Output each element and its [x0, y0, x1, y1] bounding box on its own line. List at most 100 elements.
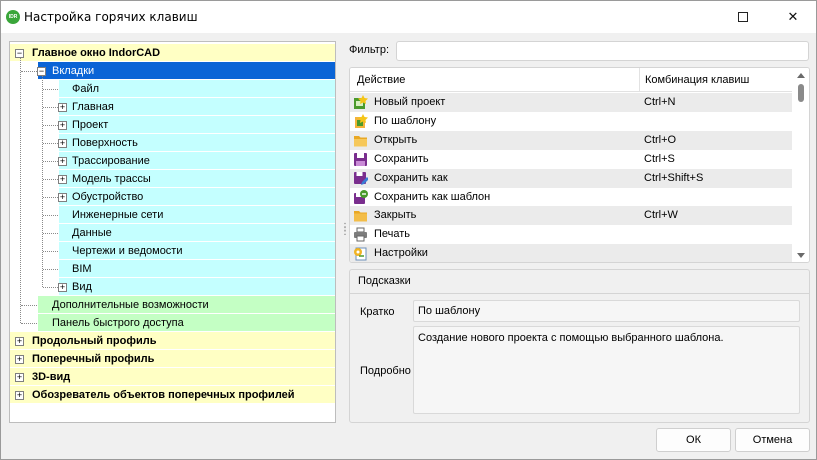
- save-template-icon: [353, 189, 368, 205]
- table-row[interactable]: Новый проект Ctrl+N: [350, 93, 792, 112]
- expand-icon[interactable]: +: [58, 138, 67, 148]
- app-icon: IDR: [6, 10, 20, 24]
- expand-icon[interactable]: +: [15, 372, 24, 382]
- tree-guide-line: [21, 305, 37, 306]
- tree-item[interactable]: BIM: [10, 260, 335, 278]
- tree-item-background: [59, 260, 335, 278]
- short-hint-label: Кратко: [360, 306, 395, 318]
- shortcut-keys[interactable]: Ctrl+S: [644, 152, 675, 165]
- table-scrollbar[interactable]: [793, 68, 809, 262]
- action-name: Новый проект: [374, 96, 446, 108]
- table-row[interactable]: Сохранить как шаблон: [350, 188, 792, 207]
- tree-item[interactable]: + Вид: [10, 278, 335, 296]
- tree-guide-line: [43, 269, 58, 270]
- shortcut-keys[interactable]: Ctrl+W: [644, 209, 678, 222]
- tree-item-background: [10, 386, 335, 404]
- action-name: По шаблону: [374, 114, 437, 127]
- folder-close-icon: [353, 208, 368, 223]
- filter-input[interactable]: [396, 41, 809, 61]
- shortcut-keys[interactable]: Ctrl+Shift+S: [644, 171, 704, 184]
- ok-button[interactable]: ОК: [656, 428, 731, 452]
- expand-icon[interactable]: +: [15, 354, 24, 364]
- hints-title: Подсказки: [358, 275, 411, 287]
- table-row[interactable]: Сохранить Ctrl+S: [350, 150, 792, 169]
- tree-item-label: Вкладки: [52, 65, 95, 77]
- shortcut-keys[interactable]: Ctrl+O: [644, 133, 677, 146]
- expand-icon[interactable]: +: [58, 156, 67, 166]
- window-title: Настройка горячих клавиш: [24, 10, 198, 24]
- tree-item[interactable]: Чертежи и ведомости: [10, 242, 335, 260]
- tree-guide-line: [43, 89, 58, 90]
- tree-item-background: [59, 134, 335, 152]
- tree-guide-line: [21, 323, 37, 324]
- expand-icon[interactable]: +: [58, 192, 67, 202]
- column-separator[interactable]: [639, 68, 640, 92]
- tree-item-background: [10, 368, 335, 386]
- expand-icon[interactable]: +: [15, 390, 24, 400]
- scroll-down-icon[interactable]: [797, 253, 805, 258]
- tree-item-label: Данные: [72, 227, 112, 239]
- splitter-grip-icon[interactable]: ⋮⋮: [340, 222, 350, 237]
- tree-item[interactable]: −Вкладки: [10, 62, 335, 80]
- printer-icon: [353, 227, 368, 242]
- action-name: Сохранить как шаблон: [374, 190, 491, 203]
- tree-guide-line: [20, 58, 21, 323]
- table-row[interactable]: По шаблону: [350, 112, 792, 131]
- short-hint-field: По шаблону: [413, 300, 800, 322]
- maximize-button[interactable]: [720, 1, 766, 33]
- tree-item[interactable]: Панель быстрого доступа: [10, 314, 335, 332]
- action-name: Открыть: [374, 133, 418, 146]
- expand-icon[interactable]: +: [15, 336, 24, 346]
- tree-item[interactable]: +Поверхность: [10, 134, 335, 152]
- tree-item[interactable]: Файл: [10, 80, 335, 98]
- tree-item[interactable]: +Главная: [10, 98, 335, 116]
- tree-item-label: Поперечный профиль: [32, 353, 155, 365]
- tree-item-label: Проект: [72, 119, 109, 131]
- action-name: Сохранить: [374, 152, 429, 165]
- tree-item[interactable]: +Трассирование: [10, 152, 335, 170]
- expand-icon[interactable]: +: [58, 102, 67, 112]
- tree-item-background: [38, 296, 335, 314]
- tree-item[interactable]: + Продольный профиль: [10, 332, 335, 350]
- action-name: Сохранить как: [374, 171, 448, 184]
- expand-icon[interactable]: +: [58, 174, 67, 184]
- tree-item-label: Вид: [72, 281, 92, 293]
- collapse-icon[interactable]: −: [15, 48, 24, 58]
- tree-item-label: Продольный профиль: [32, 335, 157, 347]
- tree-item[interactable]: + Проект: [10, 116, 335, 134]
- tree-item[interactable]: +3D-вид: [10, 368, 335, 386]
- scroll-up-icon[interactable]: [797, 73, 805, 78]
- tree-item[interactable]: + Обустройство: [10, 188, 335, 206]
- tree-item-background: [59, 80, 335, 98]
- maximize-icon: [738, 12, 748, 22]
- scroll-thumb[interactable]: [798, 84, 804, 102]
- column-header-action[interactable]: Действие: [357, 74, 406, 86]
- tree-guide-line: [43, 215, 58, 216]
- shortcut-keys[interactable]: Ctrl+N: [644, 96, 676, 108]
- save-icon: [353, 152, 368, 167]
- tree-guide-line: [43, 161, 58, 162]
- tree-item-label: Обустройство: [72, 191, 144, 203]
- column-header-keys[interactable]: Комбинация клавиш: [645, 74, 750, 86]
- table-row[interactable]: Сохранить как Ctrl+Shift+S: [350, 168, 792, 188]
- expand-icon[interactable]: +: [58, 282, 67, 292]
- tree-item-background: [59, 152, 335, 170]
- table-row[interactable]: Открыть Ctrl+O: [350, 130, 792, 150]
- tree-item[interactable]: + Поперечный профиль: [10, 350, 335, 368]
- tree-item[interactable]: +Обозреватель объектов поперечных профил…: [10, 386, 335, 404]
- collapse-icon[interactable]: −: [37, 66, 46, 76]
- folder-open-icon: [353, 133, 368, 148]
- expand-icon[interactable]: +: [58, 120, 67, 130]
- table-row[interactable]: Настройки: [350, 244, 792, 262]
- tree-item[interactable]: Дополнительные возможности: [10, 296, 335, 314]
- table-row[interactable]: Печать: [350, 225, 792, 244]
- tree-item-background: [10, 350, 335, 368]
- tree-item[interactable]: −Главное окно IndorCAD: [10, 44, 335, 62]
- tree-item[interactable]: +Модель трассы: [10, 170, 335, 188]
- cancel-button[interactable]: Отмена: [735, 428, 810, 452]
- tree-item[interactable]: Данные: [10, 224, 335, 242]
- tree-item[interactable]: Инженерные сети: [10, 206, 335, 224]
- close-button[interactable]: ✕: [770, 1, 816, 33]
